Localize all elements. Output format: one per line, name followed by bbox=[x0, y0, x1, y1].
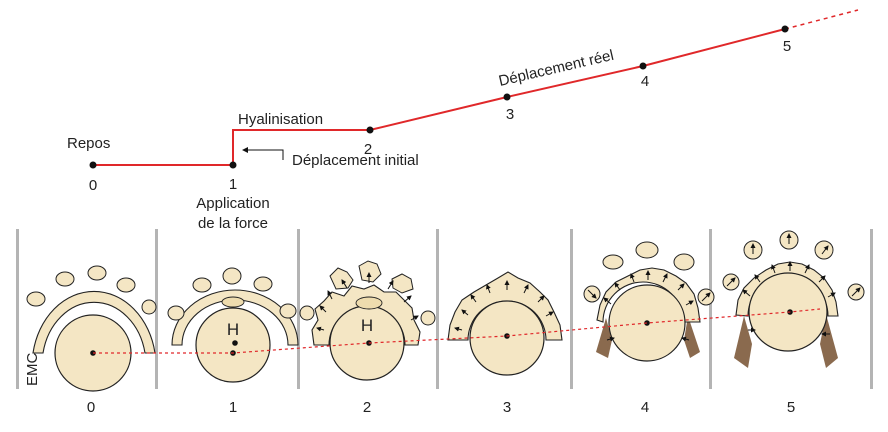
bone-cell bbox=[87, 265, 107, 281]
state-label-repos: Repos bbox=[67, 135, 110, 152]
state-number-3: 3 bbox=[506, 106, 514, 123]
alveolar-bone bbox=[684, 316, 700, 358]
initial-displacement-pointer bbox=[242, 147, 284, 160]
bone-cell bbox=[222, 267, 242, 285]
bone-cell bbox=[253, 276, 273, 292]
state-number-4: 4 bbox=[641, 73, 649, 90]
bone-cell bbox=[635, 241, 659, 259]
displacement-timeline: Repos Hyalinisation Application de la fo… bbox=[67, 9, 859, 232]
hyalinized-zone bbox=[221, 296, 245, 308]
state-label-application-1: Application bbox=[196, 195, 269, 212]
state-point-3 bbox=[503, 93, 511, 101]
hyalinized-zone bbox=[355, 296, 383, 310]
bone-cell bbox=[299, 305, 315, 321]
stage-0-panel: EMC 0 bbox=[24, 265, 157, 416]
resorbing-bone-cell bbox=[358, 260, 382, 283]
tooth-center bbox=[232, 340, 238, 346]
bone-cell bbox=[141, 299, 157, 315]
stage-number-1: 1 bbox=[229, 399, 237, 416]
alveolar-bone bbox=[820, 314, 838, 368]
tooth-center-path bbox=[93, 308, 821, 354]
emc-logo: EMC bbox=[24, 353, 41, 387]
stage-3-panel: 3 bbox=[447, 271, 563, 416]
state-number-1: 1 bbox=[229, 176, 237, 193]
bone-cell bbox=[55, 271, 75, 287]
stage-4-panel: 4 bbox=[583, 241, 715, 416]
resorbing-bone-cell bbox=[391, 273, 414, 294]
alveolar-bone bbox=[596, 318, 612, 358]
state-label-hyalinisation: Hyalinisation bbox=[238, 111, 323, 128]
alveolar-bone bbox=[734, 316, 752, 368]
bone-cell bbox=[192, 277, 212, 293]
ligament-crescent bbox=[171, 289, 299, 346]
bone-cell bbox=[116, 277, 136, 293]
tooth-root bbox=[195, 307, 271, 383]
stage-2-panel: H 2 bbox=[299, 260, 436, 416]
stage-number-4: 4 bbox=[641, 399, 649, 416]
state-point-1 bbox=[229, 161, 237, 169]
bone-cell bbox=[602, 254, 624, 270]
tooth-center bbox=[644, 320, 650, 326]
bone-cell bbox=[279, 303, 297, 319]
ligament-crescent bbox=[447, 271, 563, 341]
state-label-application-2: de la force bbox=[198, 215, 268, 232]
state-point-0 bbox=[89, 161, 97, 169]
state-point-2 bbox=[366, 126, 374, 134]
stage-number-3: 3 bbox=[503, 399, 511, 416]
stage-5-panel: 5 bbox=[722, 230, 865, 416]
state-number-0: 0 bbox=[89, 177, 97, 194]
state-point-4 bbox=[639, 62, 647, 70]
stage-number-2: 2 bbox=[363, 399, 371, 416]
resorbing-bone-cell bbox=[329, 267, 354, 290]
bone-cell bbox=[26, 291, 46, 307]
bone-cell bbox=[673, 253, 695, 271]
displacement-line bbox=[93, 28, 786, 166]
displacement-line-extension bbox=[784, 9, 859, 30]
hyalinization-marker: H bbox=[361, 316, 373, 335]
stage-1-panel: H 1 bbox=[167, 267, 299, 416]
panel-frames bbox=[16, 229, 873, 389]
hyalinization-marker: H bbox=[227, 320, 239, 339]
state-point-5 bbox=[781, 25, 789, 33]
bone-cell bbox=[167, 305, 185, 321]
real-displacement-label: Déplacement réel bbox=[497, 47, 615, 90]
bone-cell bbox=[420, 310, 436, 326]
state-number-2: 2 bbox=[364, 141, 372, 158]
state-number-5: 5 bbox=[783, 38, 791, 55]
stage-number-0: 0 bbox=[87, 399, 95, 416]
stage-number-5: 5 bbox=[787, 399, 795, 416]
osteoclast-cell bbox=[814, 240, 834, 260]
initial-displacement-label: Déplacement initial bbox=[292, 152, 419, 169]
